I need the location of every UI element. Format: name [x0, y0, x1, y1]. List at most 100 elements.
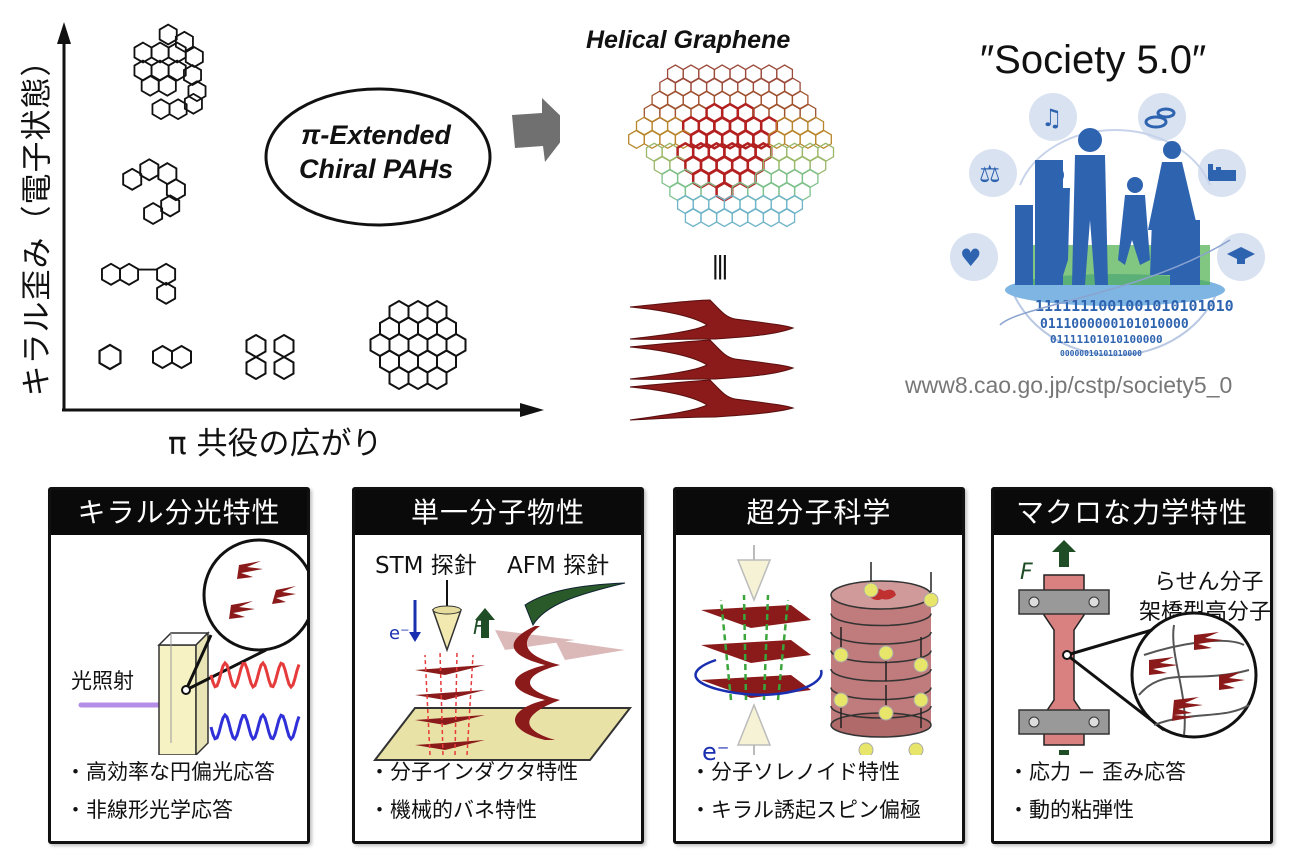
bullet-list: 高効率な円偏光応答 非線形光学応答	[65, 753, 275, 829]
graphene-ring	[661, 168, 679, 189]
svg-text:♥: ♥	[960, 244, 982, 272]
graphene-ring	[762, 207, 780, 228]
graphene-ring	[744, 64, 762, 84]
graphene-ring	[651, 116, 669, 136]
graphene-ring	[698, 64, 716, 84]
y-axis-arrow	[57, 22, 71, 44]
spin-particle	[833, 692, 849, 708]
graphene-ring	[791, 116, 809, 136]
bullet-list: 分子ソレノイド特性 キラル誘起スピン偏極	[690, 753, 921, 829]
binary-row: 00000010101010000	[1060, 349, 1142, 358]
graphene-ring	[645, 142, 663, 163]
panel-supramolecular: 超分子科学 e⁻ 分子ソレノイド特性 キラル誘起スピン偏極	[673, 487, 965, 844]
heart-plus-icon	[950, 233, 998, 281]
panel-title: マクロな力学特性	[994, 490, 1270, 535]
graphene-ring	[760, 64, 778, 84]
bullet-item: 分子ソレノイド特性	[690, 753, 921, 791]
benzene-structure	[98, 343, 122, 371]
graphene-ring	[628, 129, 645, 150]
helical-graphene-lattice	[628, 64, 835, 228]
bullet-item: 応力 − 歪み応答	[1008, 753, 1186, 791]
graphene-ring	[786, 194, 804, 215]
force-label: F	[1020, 560, 1033, 585]
graphene-ring	[669, 155, 687, 176]
graphene-ring	[776, 64, 794, 84]
graphene-ring	[682, 90, 700, 110]
graphene-ring	[731, 181, 749, 202]
graphene-ring	[791, 90, 809, 110]
bubble-ellipse	[264, 87, 492, 227]
force-up-arrow	[1052, 540, 1076, 567]
spin-particle	[863, 582, 879, 598]
probe-illustration	[372, 580, 633, 761]
graphene-ring	[762, 181, 780, 202]
naphthalene-structure	[152, 345, 192, 369]
tensile-test-illustration	[1018, 540, 1258, 755]
graphene-ring	[776, 90, 794, 110]
graphene-ring	[674, 77, 692, 97]
force-label: F	[473, 615, 485, 639]
afm-helix	[513, 626, 560, 740]
graphene-ring	[729, 64, 747, 84]
graphene-ring	[690, 77, 708, 97]
electron-label: e⁻	[389, 623, 410, 644]
graphene-ring	[715, 207, 733, 228]
graphene-ring	[723, 194, 741, 215]
graphene-ring	[666, 116, 684, 136]
graphene-ring	[692, 194, 710, 215]
graphene-ring	[778, 155, 796, 176]
bullet-item: キラル誘起スピン偏極	[690, 791, 921, 829]
graphene-ring	[760, 90, 778, 110]
stm-tip	[431, 609, 463, 653]
graphene-ring	[731, 207, 749, 228]
graphene-ring	[815, 129, 832, 150]
graphene-ring	[669, 181, 687, 202]
extended-helicene-structure	[133, 23, 207, 120]
graphene-ring	[817, 142, 835, 163]
graphene-ring	[754, 168, 772, 189]
graphene-ring	[659, 77, 677, 97]
spin-particle	[908, 742, 924, 755]
graphene-ring	[705, 77, 723, 97]
magnetic-field-lines	[719, 594, 790, 701]
panel-title: キラル分光特性	[51, 490, 307, 535]
bubble-label: π-Extended Chiral PAHs	[298, 120, 454, 184]
graphene-ring	[762, 155, 780, 176]
perylene-structure	[245, 334, 295, 380]
svg-text:♫: ♫	[1041, 104, 1063, 132]
specimen	[1043, 574, 1085, 746]
binary-row: 01111101010100000	[1050, 333, 1163, 346]
gray-arrow	[512, 98, 560, 162]
axes	[57, 22, 560, 417]
afm-probe-label: AFM 探針	[507, 553, 610, 579]
stm-helix	[415, 665, 485, 750]
graphene-ring	[661, 142, 679, 163]
society-title: ″Society 5.0″	[980, 38, 1207, 82]
graphene-ring	[700, 181, 718, 202]
cuvette-illustration	[78, 538, 307, 755]
graphene-ring	[635, 116, 653, 136]
helical-graphene-title: Helical Graphene	[586, 26, 791, 54]
panel-title: 超分子科学	[676, 490, 962, 535]
spin-particles	[833, 562, 939, 755]
graphene-ring	[651, 90, 669, 110]
panel-single-molecule: 単一分子物性 STM 探針 AFM 探針 e⁻ F 分子インダクタ特性 機械的バ…	[352, 487, 644, 844]
graphene-ring	[776, 116, 794, 136]
helicene-structure	[122, 158, 186, 225]
stm-probe-label: STM 探針	[375, 553, 477, 579]
current-lines	[424, 651, 474, 756]
solenoid-illustration	[694, 545, 939, 755]
graphene-ring	[786, 142, 804, 163]
graphene-ring	[666, 64, 684, 84]
y-axis-label: キラル歪み（電子状態）	[19, 44, 56, 396]
helix-molecules	[229, 561, 296, 619]
spin-particle	[878, 645, 894, 661]
graphene-ring	[747, 207, 765, 228]
graphene-ring	[778, 181, 796, 202]
graphene-ring	[737, 77, 755, 97]
graphene-ring	[682, 64, 700, 84]
cuvette	[158, 644, 197, 755]
panel-chiral-spectroscopy: キラル分光特性 光照射 高効率な円偏光応答 非線形光学応答	[48, 487, 310, 844]
helix-molecules	[1149, 632, 1245, 721]
binary-row: 0111000000101010000	[1040, 317, 1189, 332]
